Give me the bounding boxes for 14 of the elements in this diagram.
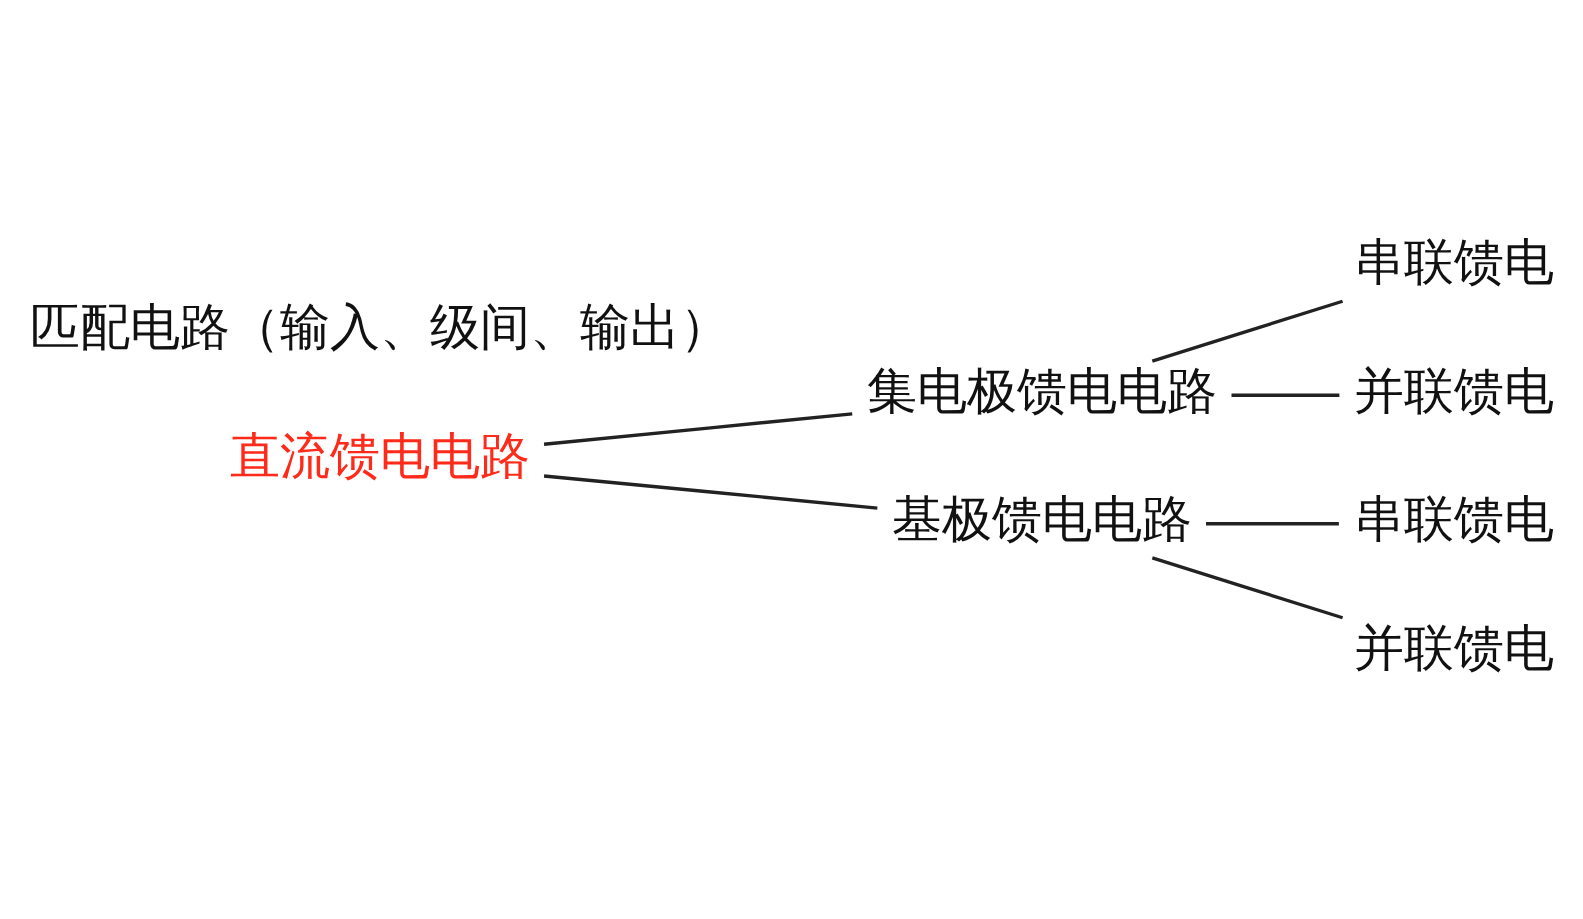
node-text: 串联馈电 [1353, 490, 1554, 549]
node-text: 集电极馈电电路 [866, 361, 1217, 420]
connector [1151, 556, 1344, 620]
node-text: 并联馈电 [1353, 618, 1554, 677]
node-text: 基极馈电电路 [891, 490, 1192, 549]
connector [543, 412, 853, 446]
node-text: 并联馈电 [1353, 361, 1554, 420]
connector [543, 474, 878, 510]
connector [1151, 299, 1344, 363]
connector [1231, 393, 1340, 397]
node-text: 匹配电路（输入、级间、输出） [29, 298, 730, 357]
connector [1206, 522, 1339, 526]
node-text: 串联馈电 [1353, 233, 1554, 292]
node-text: 直流馈电电路 [229, 426, 530, 485]
